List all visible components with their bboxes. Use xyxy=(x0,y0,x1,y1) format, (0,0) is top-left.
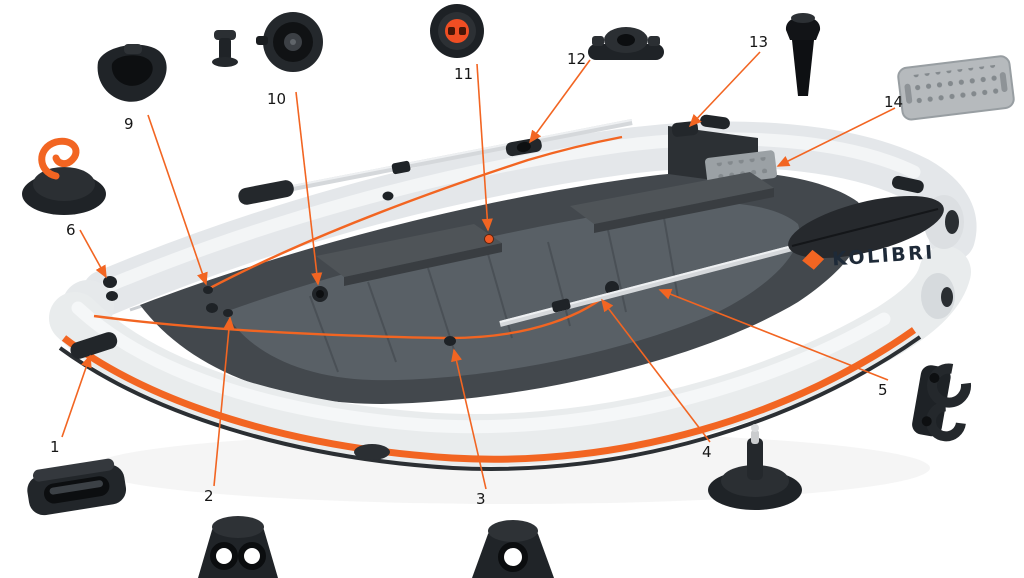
callout-arrow-13 xyxy=(688,51,761,128)
callout-arrow-12 xyxy=(529,59,591,144)
callout-number-2: 2 xyxy=(204,487,214,505)
air-valve-icon xyxy=(212,12,323,72)
far-lifeline-rope xyxy=(203,135,623,294)
callout-arrow-5 xyxy=(658,288,889,381)
callout-arrows xyxy=(61,51,896,490)
callout-arrow-4 xyxy=(601,298,711,443)
air-valve-center xyxy=(316,290,324,298)
double-eye-mount-icon xyxy=(198,516,278,578)
callout-number-13: 13 xyxy=(749,33,769,51)
callout-arrow-3 xyxy=(451,348,487,490)
callout-number-4: 4 xyxy=(702,443,712,461)
near-tube xyxy=(49,246,971,466)
callout-arrow-9 xyxy=(147,114,208,286)
bow-fitting xyxy=(103,276,117,288)
drain-plug xyxy=(354,444,390,460)
oar-clamp-icon xyxy=(912,363,971,442)
callout-arrow-2 xyxy=(213,316,235,487)
oar-front xyxy=(238,119,633,205)
callout-number-6: 6 xyxy=(66,221,76,239)
callout-number-9: 9 xyxy=(124,115,134,133)
valve-cap-icon xyxy=(430,4,484,58)
hull-stripes xyxy=(58,327,922,471)
callout-number-3: 3 xyxy=(476,490,486,508)
motor-mount-plate-icon xyxy=(897,55,1015,121)
callout-number-5: 5 xyxy=(878,381,888,399)
carry-handle-on-boat xyxy=(70,332,118,359)
bench-seat-rear xyxy=(570,172,774,233)
callout-number-1: 1 xyxy=(50,438,60,456)
callout-arrow-6 xyxy=(79,229,107,279)
right-tube-handle xyxy=(892,175,924,194)
callout-number-14: 14 xyxy=(884,93,904,111)
bench-seat-front xyxy=(316,224,502,286)
transom xyxy=(668,126,777,186)
callout-number-10: 10 xyxy=(267,90,287,108)
callout-number-11: 11 xyxy=(454,65,474,83)
oarlock-mount-icon xyxy=(588,27,664,60)
carry-handle-icon xyxy=(27,458,127,516)
stern-handle xyxy=(700,114,730,130)
callout-arrow-1 xyxy=(61,354,92,438)
callout-arrow-11 xyxy=(476,63,493,232)
callout-arrow-10 xyxy=(295,91,323,286)
rod-holder-base-icon xyxy=(708,424,802,510)
stern-fitting xyxy=(671,121,699,137)
callout-arrow-14 xyxy=(776,107,896,167)
stern-pin-icon xyxy=(785,13,821,96)
oar-rear xyxy=(499,195,944,327)
single-eye-mount-icon xyxy=(472,520,554,578)
part-icons xyxy=(22,4,1015,578)
hook-mount-icon xyxy=(22,137,106,215)
boat-illustration: KOLIBRI xyxy=(49,114,977,504)
brand-logo-icon xyxy=(802,249,825,270)
floor-valve-dot xyxy=(484,234,494,244)
callout-number-12: 12 xyxy=(567,50,587,68)
bow-handle-icon xyxy=(97,44,167,102)
